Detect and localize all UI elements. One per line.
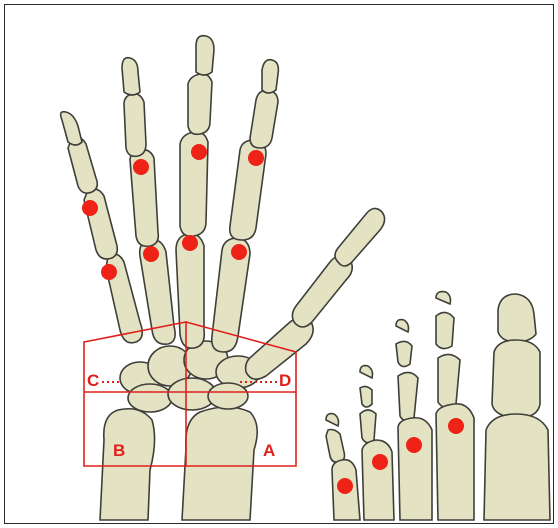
foot-skeleton <box>326 292 550 520</box>
thumb <box>246 208 385 379</box>
radius-bone <box>182 407 257 520</box>
region-label-a: A <box>263 441 275 460</box>
marker-dot <box>337 478 353 494</box>
marker-dot <box>182 235 198 251</box>
marker-dot <box>101 264 117 280</box>
ulna-bone <box>100 409 155 520</box>
marker-dot <box>448 418 464 434</box>
marker-dot <box>143 246 159 262</box>
marker-dot <box>133 159 149 175</box>
marker-dot <box>248 150 264 166</box>
marker-dot <box>191 144 207 160</box>
region-label-d: D <box>279 371 291 390</box>
carpal-bones <box>120 341 260 412</box>
middle-finger <box>176 36 214 349</box>
marker-dot <box>406 437 422 453</box>
marker-dot <box>372 454 388 470</box>
region-label-c: C <box>87 371 99 390</box>
region-label-b: B <box>113 441 125 460</box>
marker-dot <box>231 244 247 260</box>
marker-dot <box>82 200 98 216</box>
index-finger <box>212 60 279 352</box>
